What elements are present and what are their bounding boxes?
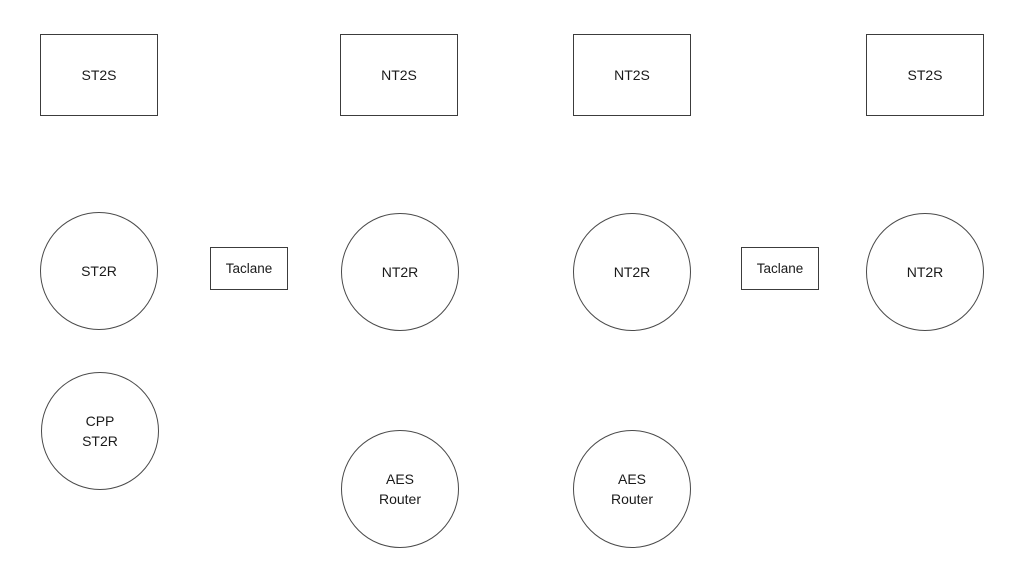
- node-nt2s-mid-right[interactable]: NT2S: [573, 34, 691, 116]
- node-label: AES Router: [610, 470, 654, 507]
- node-label: Taclane: [225, 260, 273, 276]
- node-label: NT2S: [381, 66, 417, 83]
- node-cpp-st2r[interactable]: CPP ST2R: [41, 372, 159, 490]
- node-label: CPP ST2R: [82, 412, 118, 449]
- node-label: NT2R: [613, 263, 651, 280]
- node-st2r-left[interactable]: ST2R: [40, 212, 158, 330]
- node-st2s-right[interactable]: ST2S: [866, 34, 984, 116]
- node-taclane-left[interactable]: Taclane: [210, 247, 288, 290]
- node-label: Taclane: [756, 260, 804, 276]
- node-nt2r-mid-left[interactable]: NT2R: [341, 213, 459, 331]
- node-aes-router-right[interactable]: AES Router: [573, 430, 691, 548]
- node-nt2s-mid-left[interactable]: NT2S: [340, 34, 458, 116]
- node-label: NT2R: [906, 263, 944, 280]
- node-label: ST2S: [81, 66, 117, 83]
- node-aes-router-left[interactable]: AES Router: [341, 430, 459, 548]
- node-label: NT2S: [614, 66, 650, 83]
- node-taclane-right[interactable]: Taclane: [741, 247, 819, 290]
- node-label: AES Router: [378, 470, 422, 507]
- node-st2s-left[interactable]: ST2S: [40, 34, 158, 116]
- node-nt2r-mid-right[interactable]: NT2R: [573, 213, 691, 331]
- node-label: NT2R: [381, 263, 419, 280]
- node-label: ST2R: [81, 262, 117, 279]
- node-label: ST2S: [907, 66, 943, 83]
- node-nt2r-right[interactable]: NT2R: [866, 213, 984, 331]
